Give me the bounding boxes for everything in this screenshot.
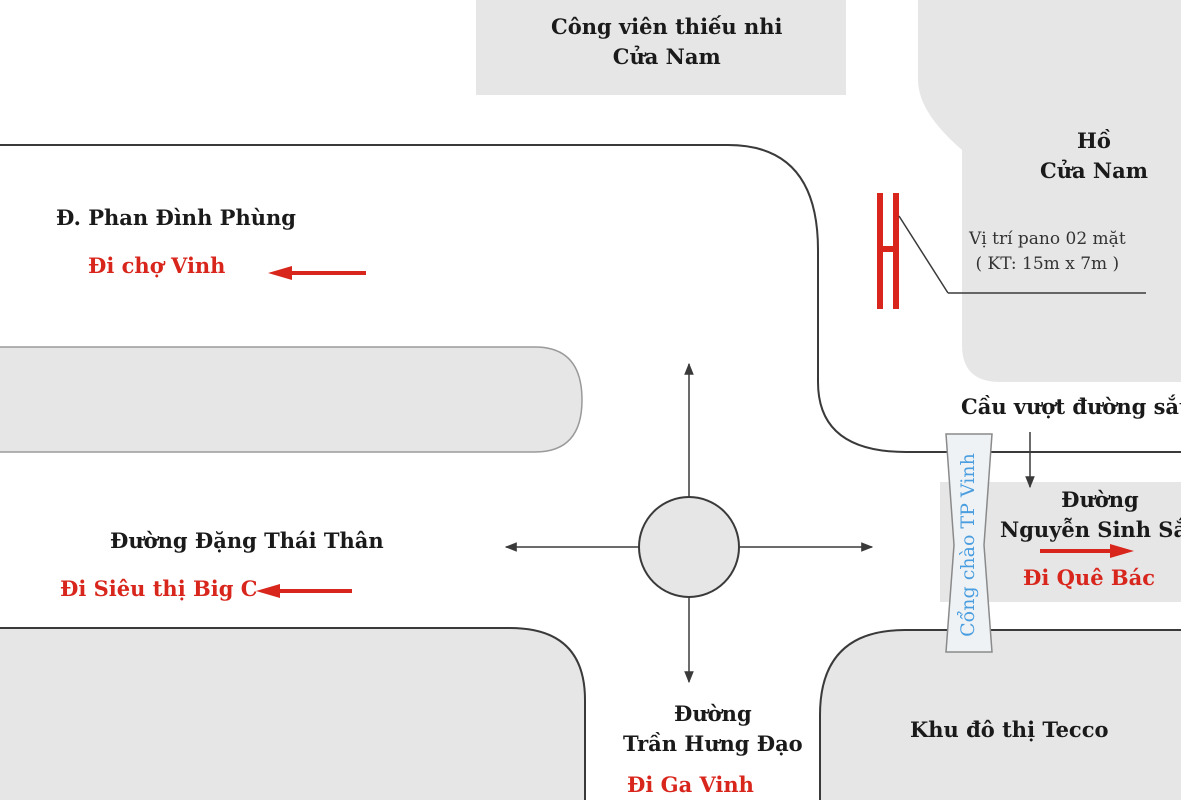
city-gate-label: Cổng chào TP Vinh [957,453,979,637]
billboard-position-label: Vị trí pano 02 mặt( KT: 15m x 7m ) [969,229,1126,274]
lake-block [918,0,1181,382]
di-cho-vinh-label: Đi chợ Vinh [88,253,226,278]
phan-dinh-phung-label: Đ. Phan Đình Phùng [56,205,296,230]
gate-outline [945,433,993,653]
southwest-block [0,628,585,800]
direction-arrow-icon-que-bac [1040,544,1134,558]
billboard-leader-line [898,215,949,294]
direction-arrow-icon-big-c [256,584,352,598]
di-ga-vinh-label: Đi Ga Vinh [627,772,754,797]
di-big-c-label: Đi Siêu thị Big C [60,576,258,601]
road-edge-southwest [0,627,586,800]
median-outline [0,346,583,453]
di-que-bac-label: Đi Quê Bác [1023,565,1156,590]
road-edge-north [0,144,1181,453]
direction-arrow-icon-cho-vinh [268,266,366,280]
roundabout-icon [638,496,740,598]
tecco-block [820,630,1181,800]
road-edge-southeast [819,629,1181,800]
median-block [0,347,582,452]
tecco-label: Khu đô thị Tecco [910,717,1109,742]
overpass-label: Cầu vượt đường sắt [961,394,1181,419]
dang-thai-than-label: Đường Đặng Thái Thân [110,528,384,553]
billboard-icon [877,193,899,309]
park-block [476,0,846,95]
